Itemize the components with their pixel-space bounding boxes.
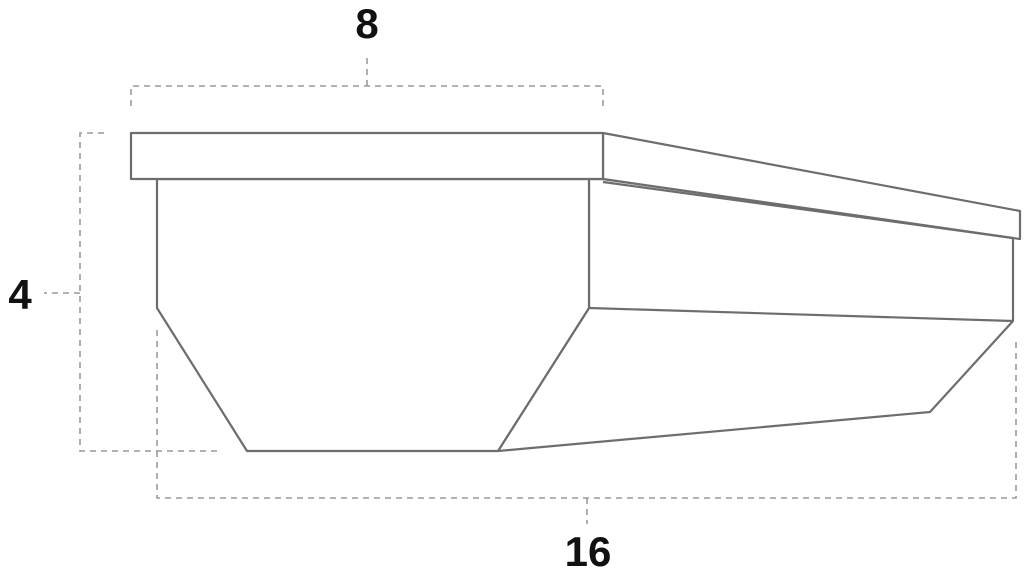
- box-body: [155, 177, 1015, 453]
- top-dimension-label: 8: [355, 0, 378, 47]
- box-front-face: [155, 177, 591, 453]
- left-dimension-label: 4: [8, 271, 32, 318]
- box-lid: [129, 131, 1022, 241]
- lid-side-bottom-edge: [602, 180, 1014, 240]
- lid-front-face: [129, 131, 605, 181]
- bottom-dimension-label: 16: [565, 528, 612, 575]
- top-dimension-line: [130, 85, 604, 106]
- box-side-edge: [588, 306, 1014, 323]
- left-dimension-line: [79, 132, 220, 452]
- dimension-guides: [44, 56, 1017, 524]
